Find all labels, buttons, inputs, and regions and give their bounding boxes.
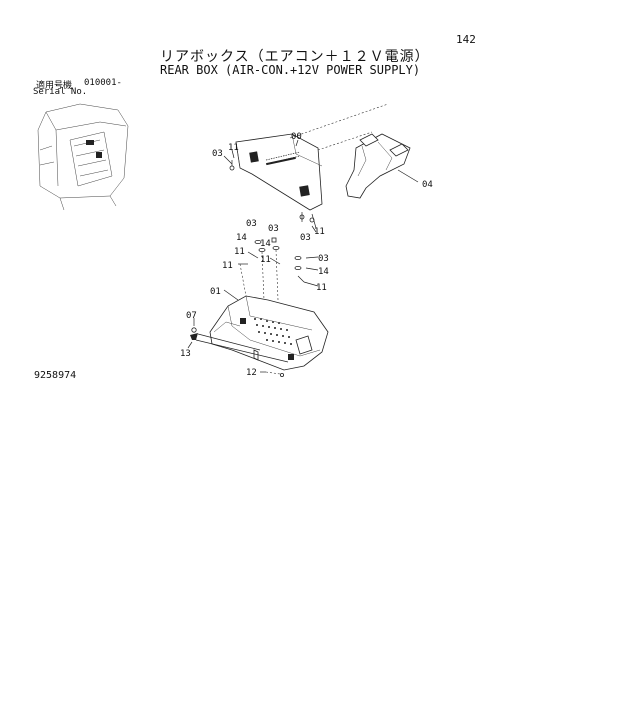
location-thumbnail xyxy=(37,103,129,211)
serial-range: 010001- xyxy=(84,78,122,88)
label-part-11-d: 11 xyxy=(260,255,271,265)
fastener-stack-left xyxy=(254,237,280,301)
fastener-stack-right xyxy=(294,255,319,287)
drawing-number: 9258974 xyxy=(34,370,77,381)
rear-box-body xyxy=(209,295,329,371)
label-part-03-b: 03 xyxy=(300,233,311,243)
label-part-11-c: 11 xyxy=(234,247,245,257)
label-part-14-c: 14 xyxy=(318,267,329,277)
title-japanese: リアボックス（エアコン＋１２Ｖ電源） xyxy=(160,49,430,65)
air-duct xyxy=(345,133,411,199)
serial-label-japanese: 適用号機 xyxy=(36,81,73,91)
label-part-04: 04 xyxy=(422,180,433,190)
label-part-03-a: 03 xyxy=(212,149,223,159)
label-part-03-d: 03 xyxy=(268,224,279,234)
label-part-13: 13 xyxy=(180,349,191,359)
title-english: REAR BOX (AIR-CON.+12V POWER SUPPLY) xyxy=(160,63,421,77)
label-part-14-b: 14 xyxy=(260,239,271,249)
label-part-14-a: 14 xyxy=(236,233,247,243)
label-part-12: 12 xyxy=(246,368,257,378)
bolt-and-clip xyxy=(190,327,289,363)
label-part-11-e: 11 xyxy=(222,261,233,271)
page-number: 142 xyxy=(456,33,476,46)
label-part-03-e: 03 xyxy=(318,254,329,264)
label-part-00: 00 xyxy=(291,132,302,142)
label-part-07: 07 xyxy=(186,311,197,321)
rear-cover-panel xyxy=(235,133,323,211)
serial-label-english: Serial No. xyxy=(33,87,88,97)
label-part-11-b: 11 xyxy=(314,227,325,237)
label-part-11-a: 11 xyxy=(228,143,239,153)
label-part-01: 01 xyxy=(210,287,221,297)
label-part-03-c: 03 xyxy=(246,219,257,229)
label-part-11-f: 11 xyxy=(316,283,327,293)
